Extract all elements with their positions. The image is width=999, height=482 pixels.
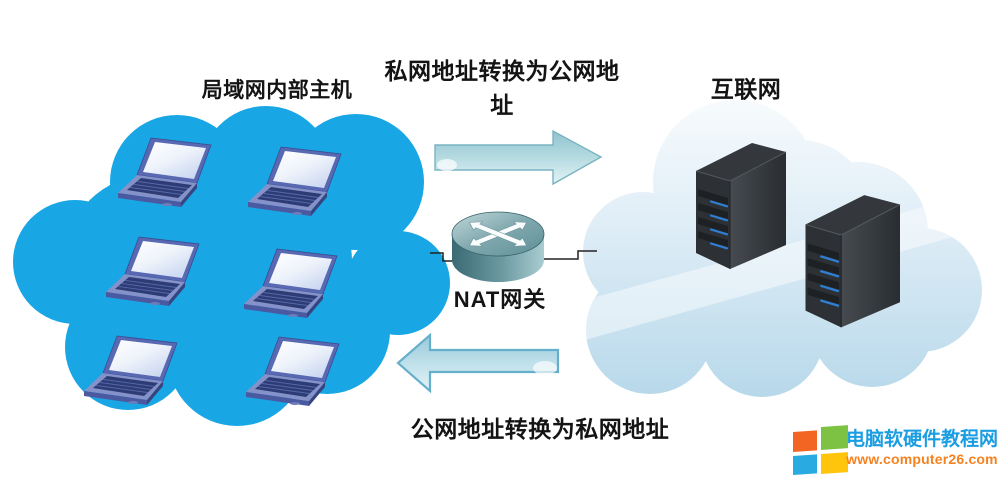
windows-logo-icon [793, 425, 848, 475]
watermark-site-name: 电脑软硬件教程网 [846, 429, 999, 450]
watermark-site-url: www.computer26.com [846, 451, 998, 467]
nat-router-icon [451, 211, 545, 282]
link-line-right [544, 250, 597, 260]
lan-cloud-icon [13, 106, 450, 426]
private-to-public-label: 私网地址转换为公网地址 [384, 58, 620, 118]
router-arrows-icon [468, 221, 528, 247]
lan-hosts-label: 局域网内部主机 [201, 79, 353, 102]
public-to-private-label: 公网地址转换为私网地址 [410, 416, 670, 442]
internet-label: 互联网 [710, 76, 782, 102]
flow-arrow-right-icon [434, 129, 603, 186]
link-line-left [430, 252, 455, 262]
flow-arrow-left-icon [396, 332, 560, 394]
nat-gateway-label: NAT网关 [453, 287, 547, 312]
